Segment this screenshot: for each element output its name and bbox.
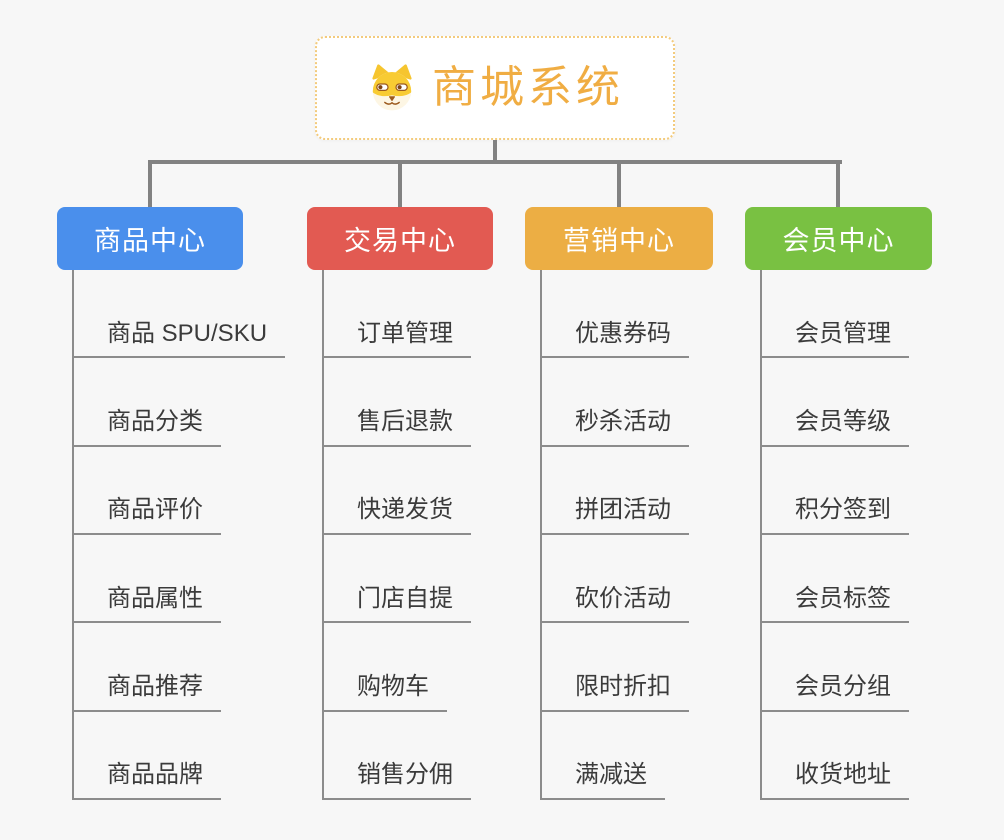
tree-row: 会员等级 bbox=[762, 358, 909, 447]
root-node[interactable]: 商城系统 bbox=[315, 36, 675, 140]
leaf-node[interactable]: 会员管理 bbox=[762, 320, 909, 359]
leaf-node[interactable]: 售后退款 bbox=[324, 408, 471, 447]
tree-row: 商品属性 bbox=[74, 535, 285, 624]
leaf-node[interactable]: 收货地址 bbox=[762, 761, 909, 800]
connector-drop bbox=[148, 160, 152, 207]
branch-children-trade: 订单管理 售后退款 快递发货 门店自提 购物车 销售分佣 bbox=[322, 270, 471, 800]
tree-row: 售后退款 bbox=[324, 358, 471, 447]
leaf-node[interactable]: 订单管理 bbox=[324, 320, 471, 359]
branch-children-product: 商品 SPU/SKU 商品分类 商品评价 商品属性 商品推荐 商品品牌 bbox=[72, 270, 286, 800]
tree-row: 秒杀活动 bbox=[542, 358, 689, 447]
tree-row: 订单管理 bbox=[324, 270, 471, 359]
leaf-node[interactable]: 会员分组 bbox=[762, 673, 909, 712]
branch-children-member: 会员管理 会员等级 积分签到 会员标签 会员分组 收货地址 bbox=[760, 270, 909, 800]
connector-stem bbox=[493, 140, 497, 164]
leaf-node[interactable]: 会员标签 bbox=[762, 585, 909, 624]
tree-row: 商品 SPU/SKU bbox=[74, 270, 286, 359]
leaf-node[interactable]: 满减送 bbox=[542, 761, 665, 800]
tree-row: 商品品牌 bbox=[74, 712, 285, 800]
tree-row: 商品推荐 bbox=[74, 623, 285, 712]
connector-drop bbox=[398, 160, 402, 207]
tree-row: 会员标签 bbox=[762, 535, 909, 624]
connector-drop bbox=[836, 160, 840, 207]
leaf-node[interactable]: 商品属性 bbox=[74, 585, 221, 624]
leaf-node[interactable]: 购物车 bbox=[324, 673, 447, 712]
leaf-node[interactable]: 砍价活动 bbox=[542, 585, 689, 624]
tree-row: 商品分类 bbox=[74, 358, 285, 447]
leaf-node[interactable]: 限时折扣 bbox=[542, 673, 689, 712]
leaf-node[interactable]: 积分签到 bbox=[762, 496, 909, 535]
leaf-node[interactable]: 商品评价 bbox=[74, 496, 221, 535]
leaf-node[interactable]: 会员等级 bbox=[762, 408, 909, 447]
tree-row: 优惠券码 bbox=[542, 270, 689, 359]
tree-row: 限时折扣 bbox=[542, 623, 689, 712]
tree-row: 会员分组 bbox=[762, 623, 909, 712]
tree-row: 商品评价 bbox=[74, 447, 285, 535]
branch-node-trade-center[interactable]: 交易中心 bbox=[307, 207, 493, 270]
tree-row: 快递发货 bbox=[324, 447, 471, 535]
leaf-node[interactable]: 商品推荐 bbox=[74, 673, 221, 712]
tree-row: 满减送 bbox=[542, 712, 689, 800]
leaf-node[interactable]: 快递发货 bbox=[324, 496, 471, 535]
branch-node-product-center[interactable]: 商品中心 bbox=[57, 207, 243, 270]
tree-row: 砍价活动 bbox=[542, 535, 689, 624]
tree-row: 拼团活动 bbox=[542, 447, 689, 535]
doge-icon bbox=[372, 64, 412, 111]
leaf-node[interactable]: 商品 SPU/SKU bbox=[74, 320, 286, 359]
tree-row: 销售分佣 bbox=[324, 712, 471, 800]
tree-row: 收货地址 bbox=[762, 712, 909, 800]
tree-row: 门店自提 bbox=[324, 535, 471, 624]
tree-row: 会员管理 bbox=[762, 270, 909, 359]
branch-children-marketing: 优惠券码 秒杀活动 拼团活动 砍价活动 限时折扣 满减送 bbox=[540, 270, 689, 800]
tree-row: 购物车 bbox=[324, 623, 471, 712]
root-title: 商城系统 bbox=[432, 63, 624, 112]
leaf-node[interactable]: 销售分佣 bbox=[324, 761, 471, 800]
leaf-node[interactable]: 商品分类 bbox=[74, 408, 221, 447]
branch-node-marketing-center[interactable]: 营销中心 bbox=[525, 207, 713, 270]
leaf-node[interactable]: 优惠券码 bbox=[542, 320, 689, 359]
connector-drop bbox=[617, 160, 621, 207]
leaf-node[interactable]: 拼团活动 bbox=[542, 496, 689, 535]
branch-node-member-center[interactable]: 会员中心 bbox=[745, 207, 932, 270]
tree-row: 积分签到 bbox=[762, 447, 909, 535]
connector-bus bbox=[148, 160, 842, 164]
leaf-node[interactable]: 门店自提 bbox=[324, 585, 471, 624]
leaf-node[interactable]: 秒杀活动 bbox=[542, 408, 689, 447]
leaf-node[interactable]: 商品品牌 bbox=[74, 761, 221, 800]
